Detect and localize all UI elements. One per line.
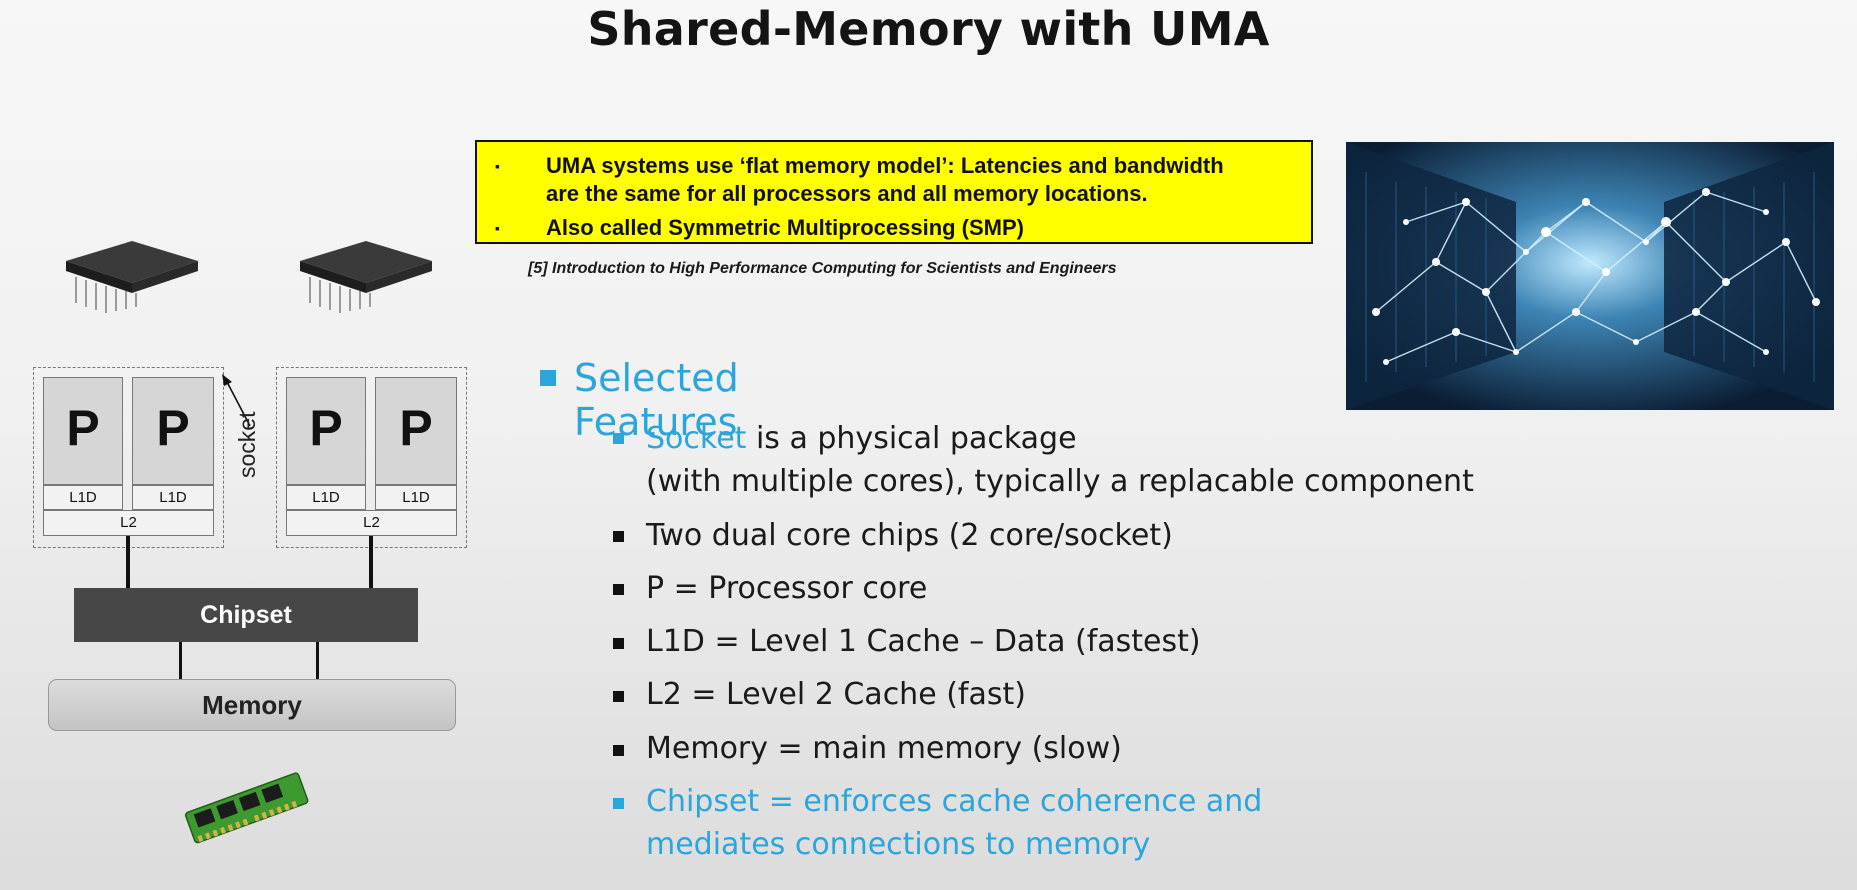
bus-line	[369, 536, 373, 588]
bullet-icon	[613, 745, 624, 756]
memory-block: Memory	[48, 679, 456, 731]
bus-line	[126, 536, 130, 588]
callout-text: UMA systems use ‘flat memory model’: Lat…	[546, 153, 1224, 178]
bullet-icon	[613, 584, 624, 595]
socket-term: Socket	[646, 421, 747, 456]
socket-label: socket	[234, 411, 260, 478]
bullet-icon: ▪	[495, 158, 500, 174]
feature-item: L2 = Level 2 Cache (fast)	[646, 677, 1026, 712]
bullet-icon	[613, 433, 624, 444]
feature-item: Two dual core chips (2 core/socket)	[646, 518, 1173, 553]
processor-core: P	[375, 377, 457, 485]
feature-item-chipset-continued: mediates connections to memory	[646, 827, 1151, 862]
processor-core: P	[132, 377, 214, 485]
l1d-cache: L1D	[375, 485, 457, 510]
feature-item-socket-continued: (with multiple cores), typically a repla…	[646, 464, 1474, 499]
processor-core: P	[286, 377, 366, 485]
slide-title: Shared-Memory with UMA	[587, 2, 1270, 56]
l1d-cache: L1D	[132, 485, 214, 510]
feature-item: Memory = main memory (slow)	[646, 731, 1122, 766]
cpu-chip-icon	[300, 241, 432, 313]
bullet-icon	[613, 798, 624, 809]
l2-cache: L2	[43, 510, 214, 536]
l1d-cache: L1D	[286, 485, 366, 510]
cpu-chip-icon	[66, 241, 198, 313]
l2-cache: L2	[286, 510, 457, 536]
bus-line	[179, 642, 182, 679]
bullet-icon	[613, 691, 624, 702]
uma-callout: ▪ UMA systems use ‘flat memory model’: L…	[475, 140, 1313, 244]
processor-core: P	[43, 377, 123, 485]
callout-text: Also called Symmetric Multiprocessing (S…	[546, 215, 1025, 240]
reference-citation: [5] Introduction to High Performance Com…	[528, 260, 1117, 277]
heading-bullet-icon	[540, 370, 556, 386]
feature-item: P = Processor core	[646, 571, 928, 606]
feature-item-chipset: Chipset = enforces cache coherence and	[646, 784, 1263, 819]
datacenter-network-photo	[1346, 142, 1834, 410]
socket-definition: is a physical package	[746, 421, 1077, 456]
bullet-icon: ▪	[495, 220, 500, 236]
bullet-icon	[613, 638, 624, 649]
ram-module-icon	[184, 772, 309, 844]
arrow-icon	[222, 374, 251, 427]
l1d-cache: L1D	[43, 485, 123, 510]
bullet-icon	[613, 531, 624, 542]
callout-text: are the same for all processors and all …	[546, 181, 1148, 206]
feature-item-socket: Socket is a physical package	[646, 421, 1077, 456]
chipset-block: Chipset	[74, 588, 418, 642]
bus-line	[316, 642, 319, 679]
feature-item: L1D = Level 1 Cache – Data (fastest)	[646, 624, 1201, 659]
features-heading: Selected Features	[574, 356, 739, 444]
